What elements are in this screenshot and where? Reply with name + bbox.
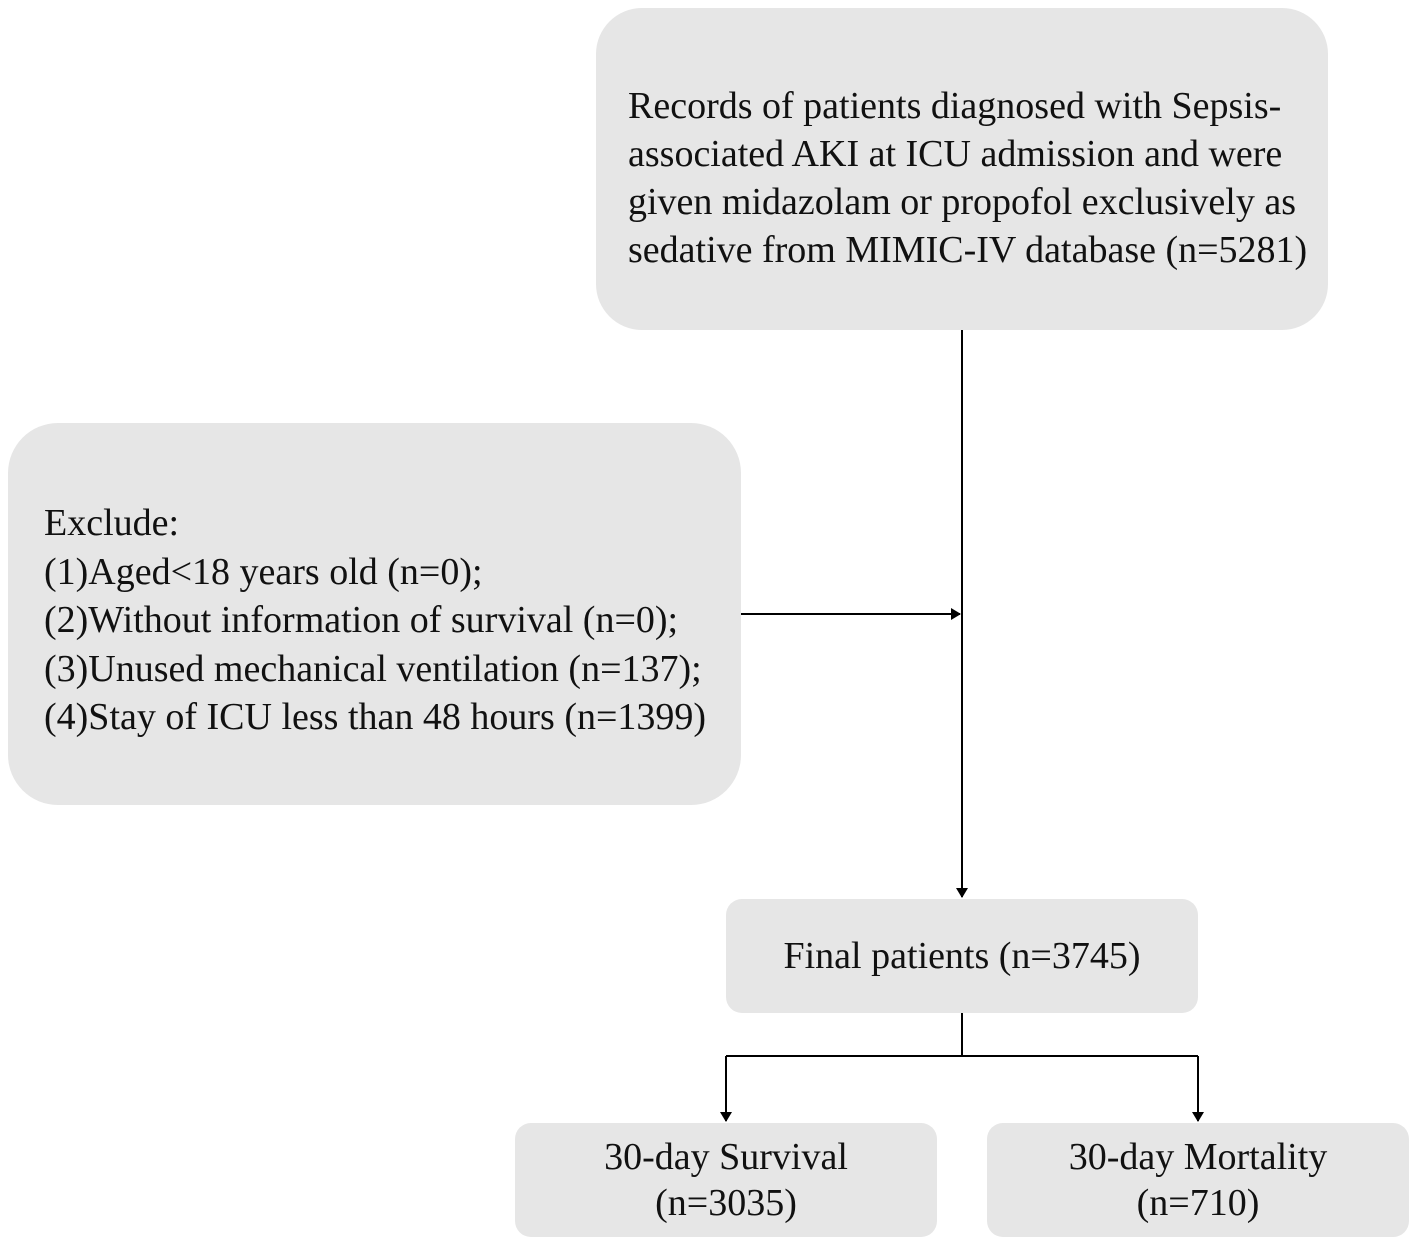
exclude-item: (1)Aged<18 years old (n=0); [44, 550, 483, 593]
survival-count: (n=3035) [655, 1182, 797, 1224]
exclude-item: (3)Unused mechanical ventilation (n=137)… [44, 647, 702, 690]
mortality-box: 30-day Mortality (n=710) [987, 1123, 1409, 1237]
survival-box: 30-day Survival (n=3035) [515, 1123, 937, 1237]
final-patients-label: Final patients (n=3745) [783, 935, 1141, 977]
records-box: Records of patients diagnosed with Sepsi… [596, 8, 1328, 330]
records-line: given midazolam or propofol exclusively … [628, 181, 1296, 223]
records-line: Records of patients diagnosed with Sepsi… [628, 85, 1282, 127]
exclusion-criteria-box: Exclude: (1)Aged<18 years old (n=0); (2)… [8, 423, 741, 805]
exclude-item: (2)Without information of survival (n=0)… [44, 599, 679, 641]
survival-title: 30-day Survival [604, 1136, 848, 1178]
mortality-title: 30-day Mortality [1068, 1136, 1328, 1178]
records-line: sedative from MIMIC-IV database (n=5281) [628, 229, 1308, 271]
records-line: associated AKI at ICU admission and were [628, 133, 1283, 175]
mortality-count: (n=710) [1136, 1182, 1260, 1224]
final-patients-box: Final patients (n=3745) [726, 899, 1198, 1013]
exclude-heading: Exclude: [44, 502, 180, 544]
exclude-item: (4)Stay of ICU less than 48 hours (n=139… [44, 696, 707, 738]
